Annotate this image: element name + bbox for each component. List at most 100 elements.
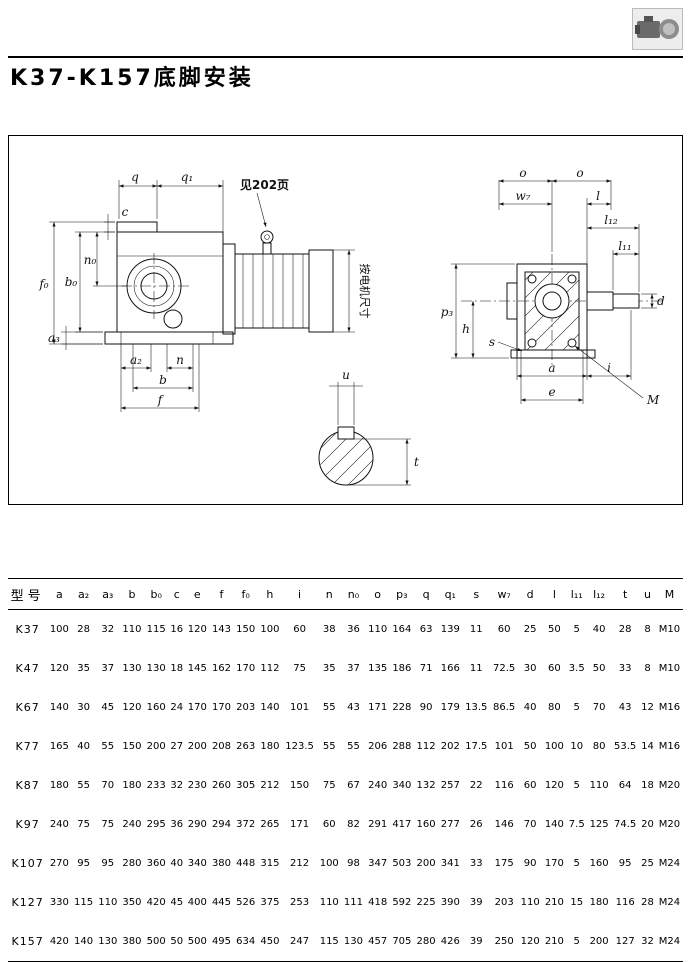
value-cell: 40 [592,624,606,635]
value-cell: 5 [573,936,580,947]
value-cell: 340 [187,858,207,869]
left-view-motor [222,230,334,335]
value-cell: 186 [392,663,412,674]
dim-label-a2: a₂ [130,353,142,367]
value-cell: 115 [319,936,339,947]
value-cell: 55 [347,741,360,752]
value-cell: 32 [641,936,654,947]
product-photo [632,8,683,50]
value-cell: 101 [494,741,514,752]
value-cell: 86.5 [493,702,516,713]
dim-label-b: b [159,373,167,387]
dim-label-d: d [657,294,665,308]
value-cell: 426 [440,936,460,947]
value-cell: 90 [523,858,537,869]
dim-header-cell: l [542,578,567,610]
value-cell: 160 [589,858,609,869]
value-cell: 22 [469,780,483,791]
value-cell: 294 [211,819,232,830]
dim-header-cell: i [282,578,318,610]
value-cell: 70 [101,780,115,791]
value-cell: 160 [146,702,166,713]
technical-drawing: q q₁ 见202页 c f₀ b₀ n₀ a₃ [38,166,665,486]
value-cell: 24 [170,702,184,713]
dim-header-cell: a [47,578,72,610]
value-cell: 250 [494,936,514,947]
value-cell: 500 [187,936,207,947]
value-cell: 11 [469,663,483,674]
value-cell: 11 [469,624,483,635]
dim-label-i: i [607,361,611,375]
model-cell: K157 [11,935,44,948]
value-cell: 291 [368,819,388,830]
value-cell: 179 [440,702,460,713]
value-cell: 40 [523,702,537,713]
value-cell: 25 [641,858,654,869]
value-cell: 200 [187,741,207,752]
value-cell: 145 [187,663,207,674]
value-cell: 212 [260,780,280,791]
value-cell: 90 [419,702,433,713]
value-cell: 330 [49,897,69,908]
value-cell: 26 [469,819,483,830]
value-cell: 110 [368,624,388,635]
value-cell: 225 [416,897,436,908]
value-cell: 43 [618,702,632,713]
value-cell: 132 [416,780,436,791]
value-cell: 260 [211,780,232,791]
value-cell: 35 [322,663,336,674]
model-cell: K47 [15,662,40,675]
value-cell: 143 [211,624,232,635]
value-cell: 10 [570,741,584,752]
value-cell: 60 [523,780,537,791]
value-cell: 13.5 [465,702,488,713]
value-cell: 180 [589,897,609,908]
value-cell: 200 [589,936,609,947]
value-cell: 290 [187,819,207,830]
dim-header-cell: h [257,578,282,610]
value-cell: 130 [146,663,166,674]
dim-label-b0: b₀ [65,275,78,289]
value-cell: 71 [419,663,433,674]
dim-label-a: a [548,361,555,375]
value-cell: 263 [236,741,256,752]
value-cell: M10 [658,663,681,674]
value-cell: 12 [641,702,654,713]
value-cell: 315 [260,858,280,869]
value-cell: 140 [260,702,280,713]
value-cell: 125 [589,819,609,830]
value-cell: 55 [322,702,336,713]
value-cell: 288 [392,741,412,752]
value-cell: 36 [347,624,360,635]
value-cell: 101 [290,702,310,713]
dim-header-cell: M [655,578,683,610]
value-cell: 25 [523,624,537,635]
value-cell: 380 [122,936,142,947]
value-cell: 202 [440,741,460,752]
header-rule [8,56,683,58]
value-cell: 380 [211,858,232,869]
dim-header-cell: d [518,578,543,610]
dim-label-s: s [489,335,495,349]
dim-label-h: h [462,322,470,336]
value-cell: 228 [392,702,412,713]
dim-header-cell: q [413,578,439,610]
value-cell: 140 [74,936,94,947]
value-cell: 95 [77,858,90,869]
value-cell: 360 [146,858,166,869]
value-cell: 116 [615,897,635,908]
value-cell: 110 [98,897,118,908]
value-cell: 116 [494,780,514,791]
value-cell: 60 [548,663,561,674]
value-cell: 40 [170,858,184,869]
value-cell: 203 [494,897,514,908]
value-cell: 63 [419,624,433,635]
value-cell: 280 [416,936,436,947]
value-cell: 123.5 [285,741,314,752]
value-cell: 120 [187,624,207,635]
dim-label-c: c [122,205,129,219]
value-cell: 305 [236,780,256,791]
value-cell: 36 [170,819,184,830]
